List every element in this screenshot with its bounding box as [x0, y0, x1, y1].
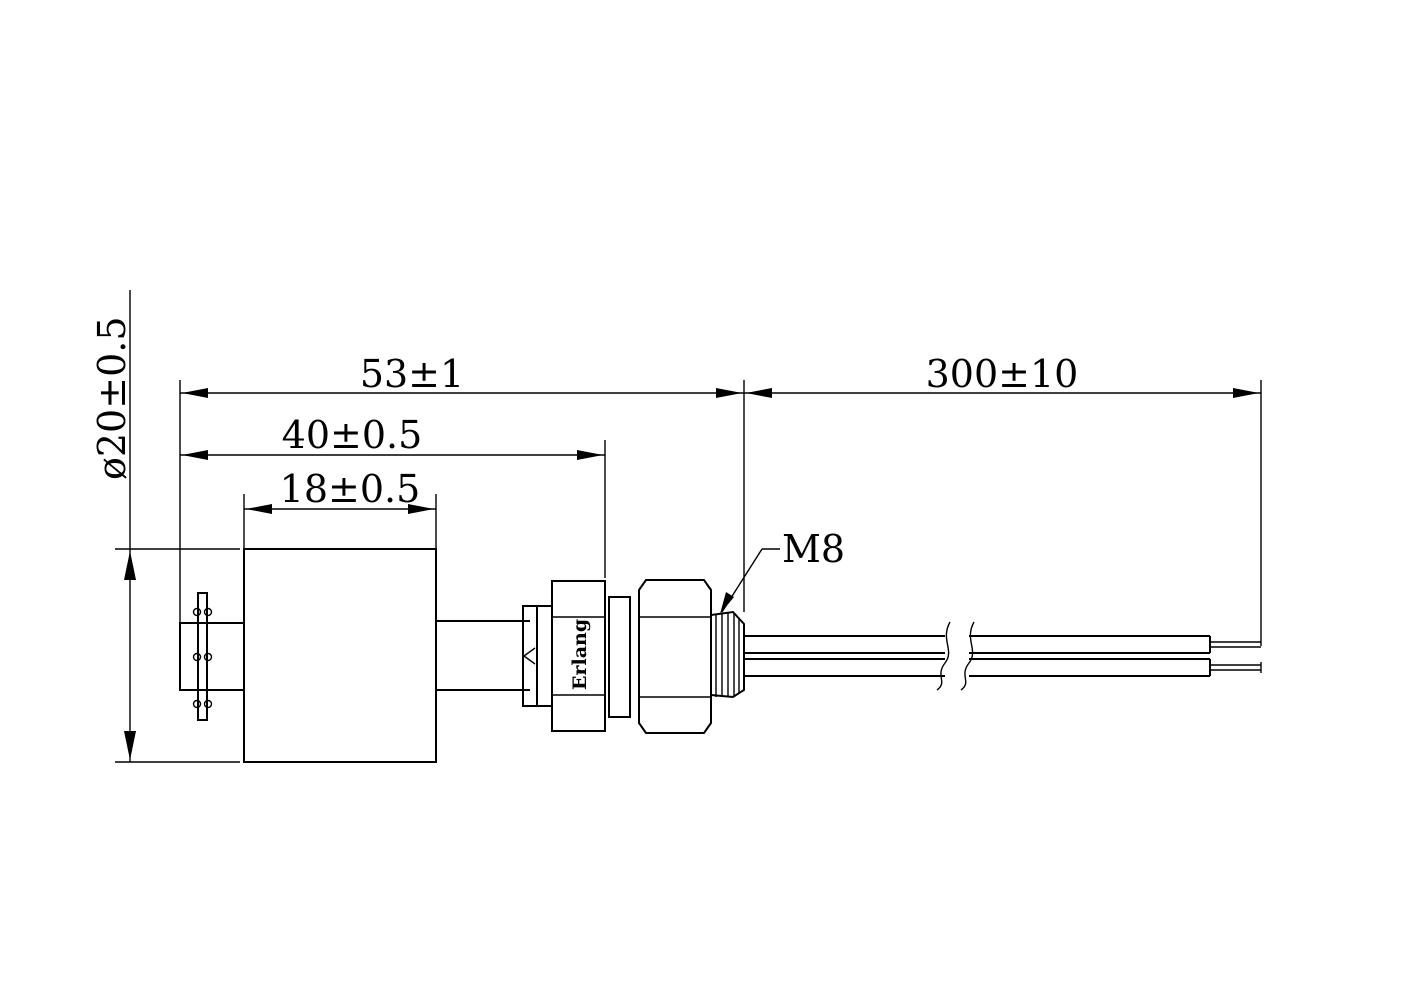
break-line-right [960, 621, 975, 691]
arrowhead-right [408, 504, 434, 514]
arrowhead-right [716, 388, 742, 398]
leader-arrowhead [720, 592, 734, 614]
washer [608, 596, 631, 718]
stem [436, 620, 530, 691]
arrowhead-up [124, 551, 136, 580]
diameter-label: ø20±0.5 [90, 316, 134, 480]
stem-length-dimension: 40±0.5 [180, 413, 606, 578]
arrowhead-down [124, 731, 136, 760]
arrowhead-left [246, 504, 272, 514]
stem-length-label: 40±0.5 [282, 413, 423, 457]
arrowhead-left [182, 388, 208, 398]
clip-hole [203, 699, 213, 709]
break-line-left [936, 621, 951, 691]
brand-label: Erlang [569, 619, 591, 690]
thread-callout: M8 [720, 527, 845, 614]
branded-hex: Erlang [551, 580, 606, 732]
hex-nut [638, 579, 712, 734]
clip-hole [192, 652, 202, 662]
float-length-dimension: 18±0.5 [243, 467, 437, 549]
nut-outline [638, 579, 712, 734]
total-length-dimension: 53±1 [179, 352, 745, 690]
clip-hole [192, 699, 202, 709]
thread-label: M8 [782, 527, 845, 571]
arrowhead-right [1233, 388, 1259, 398]
cable [744, 621, 1262, 691]
float-body [243, 548, 437, 763]
retaining-clip [197, 592, 208, 721]
end-clip [179, 592, 245, 721]
clip-hole [192, 607, 202, 617]
arrowhead-left [182, 450, 208, 460]
arrowhead-left [746, 388, 772, 398]
clip-hole [203, 652, 213, 662]
total-length-label: 53±1 [360, 352, 464, 396]
cable-length-dimension: 300±10 [744, 352, 1262, 646]
clip-hole [203, 607, 213, 617]
hex-body [551, 580, 606, 732]
direction-mark [522, 647, 536, 665]
diameter-dimension: ø20±0.5 [90, 290, 240, 763]
cable-length-label: 300±10 [926, 352, 1079, 396]
collar-ring [536, 605, 553, 707]
arrowhead-right [577, 450, 603, 460]
thread-outline [710, 610, 745, 699]
float-length-label: 18±0.5 [280, 467, 421, 511]
thread [710, 610, 745, 699]
